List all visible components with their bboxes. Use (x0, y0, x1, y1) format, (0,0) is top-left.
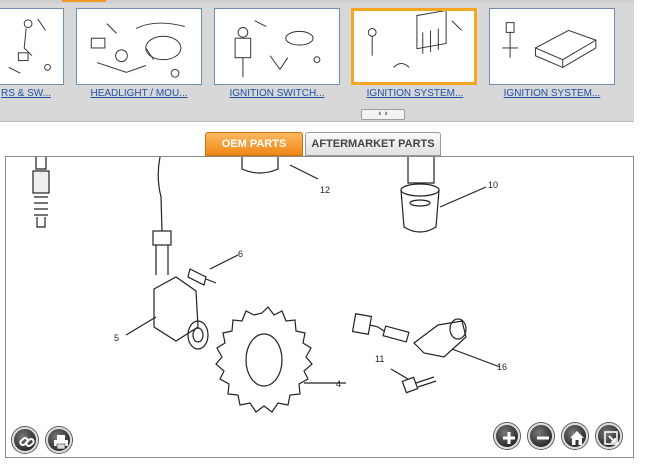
thumbnail-3[interactable] (351, 8, 477, 85)
part-16 (351, 313, 501, 368)
tab-oem-parts[interactable]: OEM PARTS (205, 132, 303, 156)
callout-6[interactable]: 6 (238, 249, 243, 259)
link-icon (19, 437, 35, 447)
thumbnail-4-image (502, 22, 597, 69)
plus-icon (503, 432, 515, 444)
thumbnail-0[interactable] (0, 8, 64, 85)
thumbnail-scroller[interactable]: ‹ › (361, 109, 405, 120)
strip-accent (62, 0, 106, 2)
part-5 (125, 157, 209, 350)
callout-12[interactable]: 12 (320, 185, 330, 195)
callout-16[interactable]: 16 (497, 362, 507, 372)
print-icon (54, 435, 68, 450)
link-button[interactable] (12, 427, 38, 453)
thumbnail-2-label[interactable]: IGNITION SWITCH... (229, 88, 325, 99)
home-icon (570, 431, 584, 445)
zoom-in-button[interactable] (494, 423, 520, 449)
diagram-viewer[interactable]: 12 10 6 5 4 11 16 (5, 156, 634, 458)
part-11 (390, 368, 437, 394)
spark-plug-part (32, 157, 50, 228)
tab-aftermarket-parts[interactable]: AFTERMARKET PARTS (305, 132, 441, 156)
minus-icon (537, 436, 549, 440)
thumbnail-3-label[interactable]: IGNITION SYSTEM... (366, 88, 464, 99)
thumbnail-3-image (367, 11, 463, 68)
thumbnail-1-image (90, 22, 185, 78)
zoom-out-button[interactable] (528, 423, 554, 449)
thumbnail-1-label[interactable]: HEADLIGHT / MOU... (90, 88, 188, 99)
print-button[interactable] (46, 427, 72, 453)
callout-5[interactable]: 5 (114, 333, 119, 343)
thumbnail-0-label[interactable]: RS & SW... (0, 88, 51, 99)
part-10 (400, 157, 487, 233)
thumbnail-0-image (8, 18, 51, 74)
expand-icon (604, 431, 618, 445)
thumbnail-4-label[interactable]: IGNITION SYSTEM... (503, 88, 601, 99)
thumbnail-1[interactable] (76, 8, 202, 85)
parts-diagram[interactable]: 12 10 6 5 4 11 16 (6, 157, 634, 458)
callout-10[interactable]: 10 (488, 180, 498, 190)
callout-11[interactable]: 11 (375, 354, 384, 364)
thumbnail-strip: RS & SW... HEADLIGHT / MOU... IGNITION S… (0, 0, 634, 122)
fullscreen-button[interactable] (596, 423, 622, 449)
part-6 (187, 254, 239, 286)
part-12 (241, 157, 319, 180)
thumbnail-2[interactable] (214, 8, 340, 85)
thumbnail-2-image (234, 20, 321, 78)
part-4-reluctor-wheel (215, 306, 346, 413)
home-button[interactable] (562, 423, 588, 449)
callout-4[interactable]: 4 (336, 379, 341, 389)
strip-top-bar (0, 0, 634, 3)
thumbnail-4[interactable] (489, 8, 615, 85)
